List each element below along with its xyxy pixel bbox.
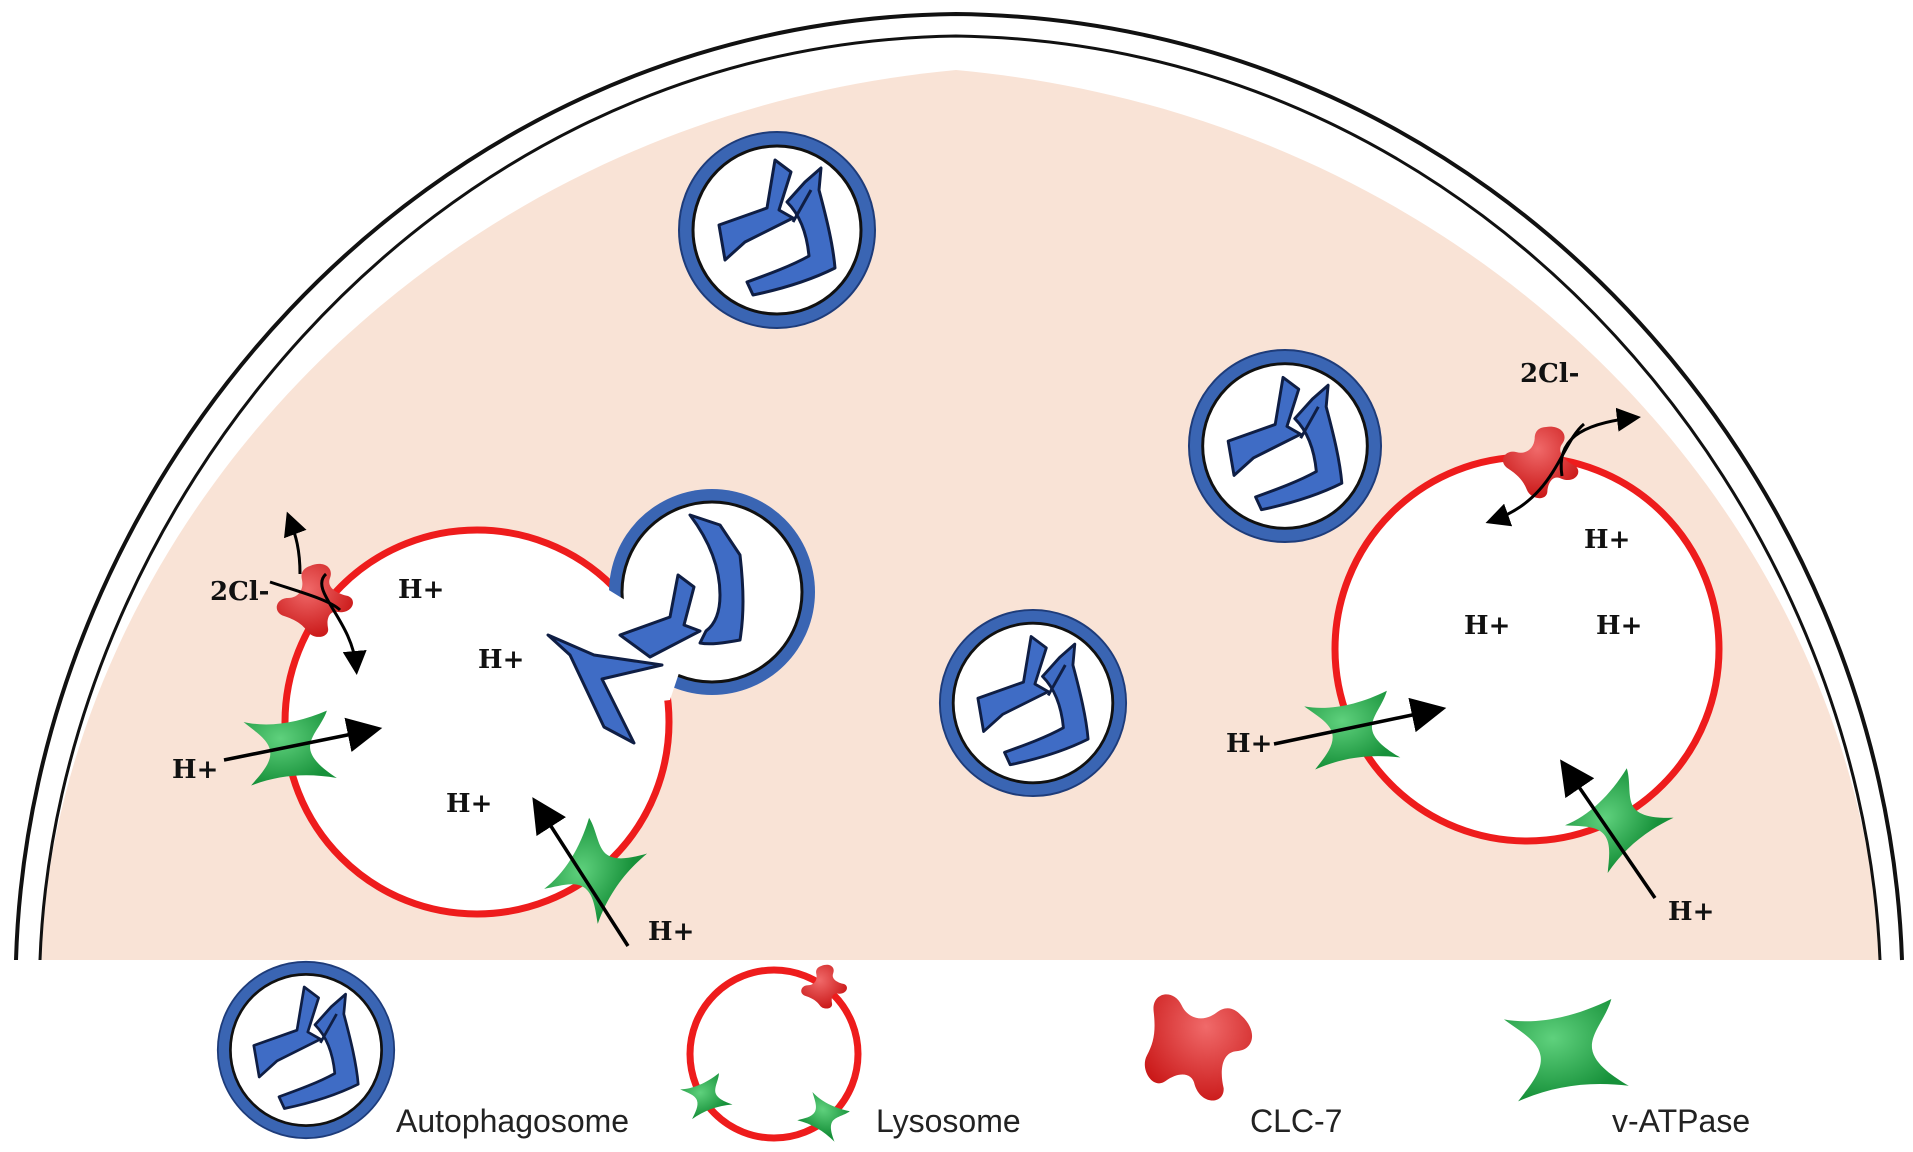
proton-label-left-clc: H+ xyxy=(398,575,444,605)
legend-clc7-label: CLC-7 xyxy=(1250,1103,1342,1139)
chloride-label-right: 2Cl- xyxy=(1520,359,1579,389)
proton-label-right-outside-1: H+ xyxy=(1226,729,1272,759)
autophagosome-top xyxy=(679,132,875,328)
cell-membrane-outer xyxy=(14,11,1904,961)
legend-v-atpase-label: v-ATPase xyxy=(1612,1103,1750,1139)
fused-cargo xyxy=(546,513,745,745)
legend-autophagosome-symbol xyxy=(218,962,394,1138)
cell-membrane-inner xyxy=(38,34,1882,961)
proton-label-right-clc: H+ xyxy=(1584,525,1630,555)
proton-label-left-lumen-2: H+ xyxy=(446,789,492,819)
proton-label-right-outside-2: H+ xyxy=(1668,897,1714,927)
proton-flux-arrow-left-in xyxy=(320,572,367,675)
chloride-flux-arrow-left-out xyxy=(269,520,342,612)
proton-flux-arrow-right-in xyxy=(1485,422,1585,527)
proton-label-left-outside-2: H+ xyxy=(648,917,694,947)
autophagosome-center xyxy=(940,610,1126,796)
proton-pump-arrow-left-1 xyxy=(223,717,383,762)
lysosome-right-membrane xyxy=(1331,453,1723,845)
proton-pump-arrow-right-1 xyxy=(1273,697,1447,746)
autolysosome-left: 2Cl- H+ H+ H+ H+ H+ xyxy=(172,489,815,947)
legend-autophagosome-label: Autophagosome xyxy=(396,1103,629,1139)
proton-label-right-lumen-1: H+ xyxy=(1464,611,1510,641)
legend-clc7-symbol xyxy=(1119,967,1272,1122)
chloride-label-left: 2Cl- xyxy=(210,577,269,607)
legend-v-atpase-symbol xyxy=(1503,998,1629,1102)
legend: Autophagosome Lysosome CLC-7 v-ATPase xyxy=(218,962,1750,1142)
legend-lysosome-label: Lysosome xyxy=(876,1103,1021,1139)
proton-pump-arrow-left-2 xyxy=(532,797,630,947)
proton-label-left-outside-1: H+ xyxy=(172,755,218,785)
proton-pump-arrow-right-2 xyxy=(1560,759,1657,899)
proton-label-right-lumen-2: H+ xyxy=(1596,611,1642,641)
autophagosome-right xyxy=(1189,350,1381,542)
proton-label-left-lumen-1: H+ xyxy=(478,645,524,675)
legend-lysosome-symbol xyxy=(679,964,862,1142)
lysosome-right: 2Cl- H+ H+ H+ H+ H+ xyxy=(1226,359,1723,927)
